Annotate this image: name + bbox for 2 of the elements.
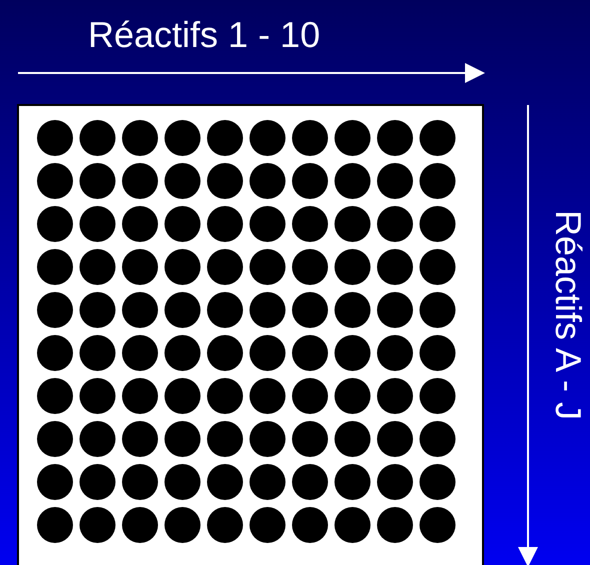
axis-label: Réactifs A - J xyxy=(550,210,586,420)
axis-label: Réactifs 1 - 10 xyxy=(88,17,320,53)
